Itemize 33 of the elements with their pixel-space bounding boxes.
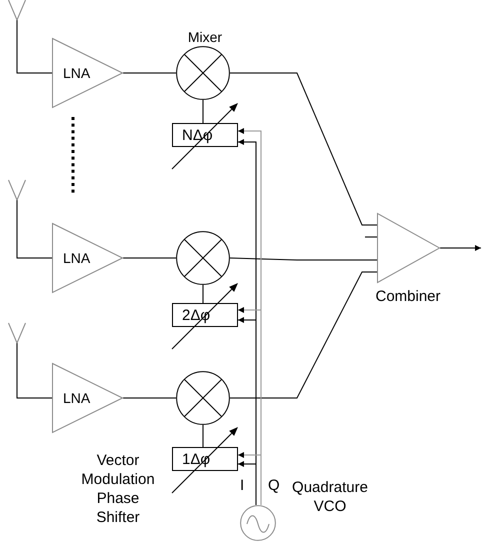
connector-line: [202, 424, 204, 448]
oscillator-caption: Quadrature VCO: [291, 478, 369, 516]
signal-label: I: [240, 477, 244, 494]
connector-line: [202, 100, 204, 124]
arrow: [440, 245, 482, 251]
amplifier-triangle: [52, 38, 123, 108]
connector-line: [122, 72, 176, 74]
antenna-symbol: [8, 0, 26, 20]
connector-line: [230, 272, 378, 398]
arrow: [238, 461, 256, 506]
amplifier-label: LNA: [63, 251, 90, 265]
phase-shifter-caption: Vector Modulation Phase Shifter: [80, 451, 156, 527]
connector-line: [16, 20, 52, 74]
combiner-triangle: [377, 213, 440, 283]
connector-line: [202, 284, 204, 304]
amplifier-label: LNA: [63, 391, 90, 405]
mixer-symbol: [176, 371, 230, 425]
connector-line: [16, 200, 52, 258]
antenna-symbol: [8, 323, 26, 343]
mixer-caption: Mixer: [186, 29, 224, 45]
amplifier-triangle: [52, 363, 123, 433]
mixer-symbol: [176, 231, 230, 285]
connector-line: [16, 342, 52, 398]
arrow: [238, 452, 262, 506]
amplifier-label: LNA: [63, 66, 90, 80]
connector-line: [230, 72, 378, 226]
signal-label: Q: [268, 477, 280, 494]
connector-line: [230, 258, 378, 260]
combiner-caption: Combiner: [374, 287, 442, 306]
antenna-symbol: [8, 180, 26, 200]
mixer-symbol: [176, 46, 230, 100]
oscillator-symbol: [240, 505, 276, 541]
amplifier-triangle: [52, 223, 123, 293]
